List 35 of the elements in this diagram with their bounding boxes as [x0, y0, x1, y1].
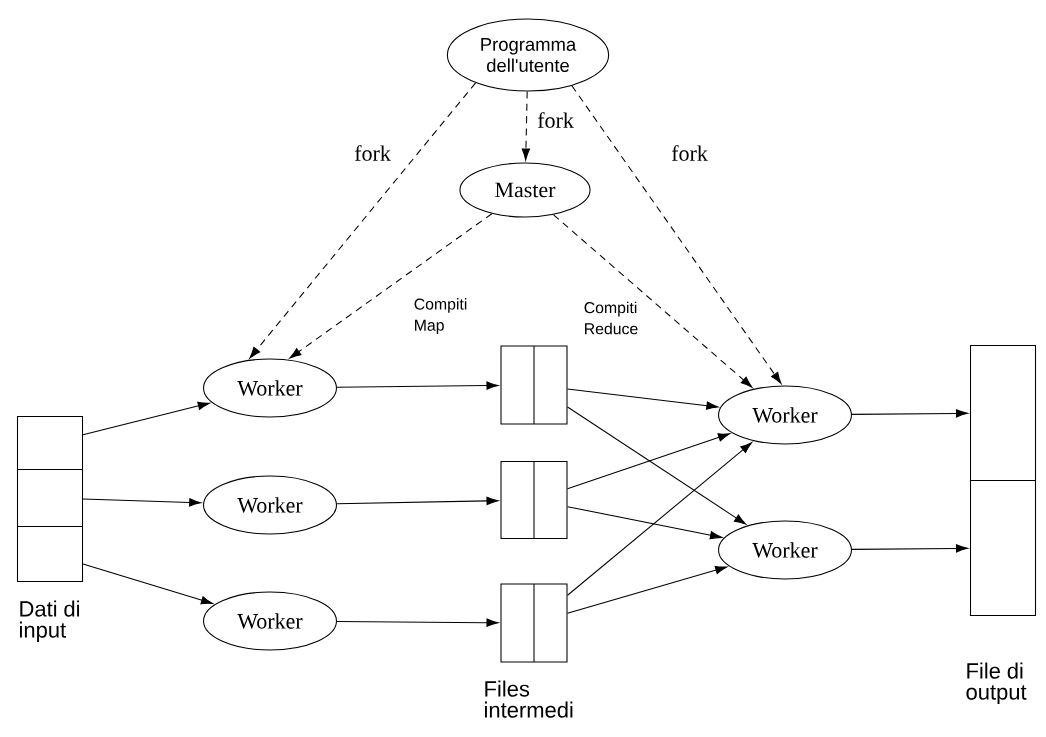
arrow [567, 506, 722, 540]
arrow [336, 496, 499, 506]
file-box [500, 345, 568, 425]
arrow [289, 213, 493, 359]
arrow [553, 214, 753, 388]
arrow [336, 618, 499, 627]
node-label: Dati di input [20, 600, 80, 643]
edge-label: fork [352, 143, 394, 163]
input-cell [16, 416, 84, 471]
file-box [500, 461, 568, 540]
arrow [249, 82, 477, 359]
edge-label: Compiti Reduce [582, 299, 638, 337]
file-box [500, 583, 568, 663]
arrow [82, 401, 210, 436]
arrow [571, 85, 782, 384]
output-cell [970, 480, 1037, 617]
arrow [567, 406, 747, 525]
arrow [82, 563, 213, 605]
input-cell [16, 469, 84, 528]
arrow [567, 566, 728, 614]
arrow [521, 91, 531, 161]
input-cell [16, 526, 84, 583]
arrow [567, 388, 719, 410]
edge-label: fork [535, 110, 577, 130]
node-label: Files intermedi [485, 680, 573, 718]
edge-label: Compiti Map [412, 296, 468, 336]
arrow [851, 544, 968, 553]
node-label: File di output [966, 662, 1027, 705]
arrow [851, 409, 968, 418]
arrow [567, 433, 731, 490]
arrow [567, 442, 753, 596]
output-cell [970, 345, 1037, 482]
arrow [82, 498, 202, 507]
arrow [336, 381, 499, 390]
edge-label: fork [669, 143, 711, 163]
